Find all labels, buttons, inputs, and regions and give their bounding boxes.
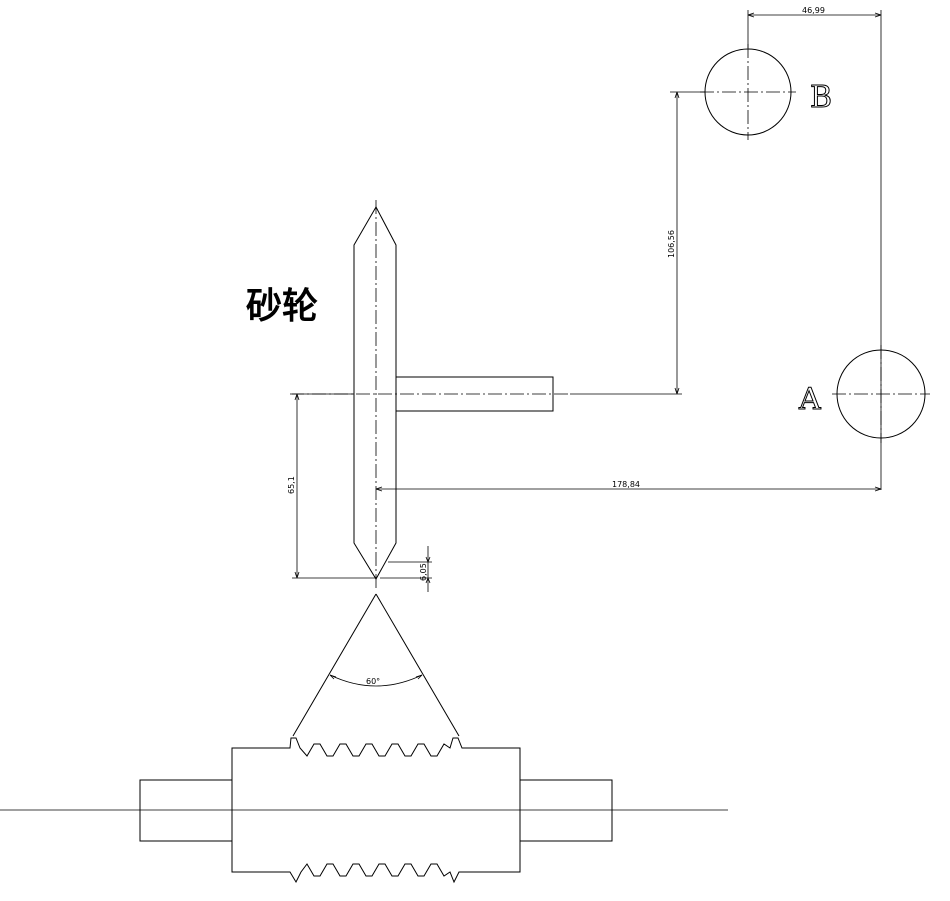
dim-wheel-radius [292, 393, 376, 579]
dim-horizontal-distance [375, 486, 882, 492]
threaded-workpiece [0, 737, 728, 884]
dim-top-width-label: 46,99 [802, 6, 825, 15]
thread-angle-label: 60° [366, 677, 380, 686]
dim-top-width [747, 10, 882, 490]
thread-angle [292, 593, 460, 737]
grinding-wheel [353, 200, 397, 590]
dim-horizontal-distance-label: 178,84 [612, 480, 640, 489]
dim-edge-height [380, 546, 432, 592]
dim-edge-height-label: 6,05 [419, 563, 428, 581]
dim-wheel-radius-label: 65,1 [287, 476, 296, 494]
label-b: B [810, 80, 832, 115]
dim-vertical-offset-label: 106,56 [667, 230, 676, 258]
dim-vertical-offset [570, 91, 705, 395]
wheel-title: 砂轮 [246, 286, 318, 327]
circle-b [700, 44, 796, 140]
label-a: A [798, 382, 821, 417]
